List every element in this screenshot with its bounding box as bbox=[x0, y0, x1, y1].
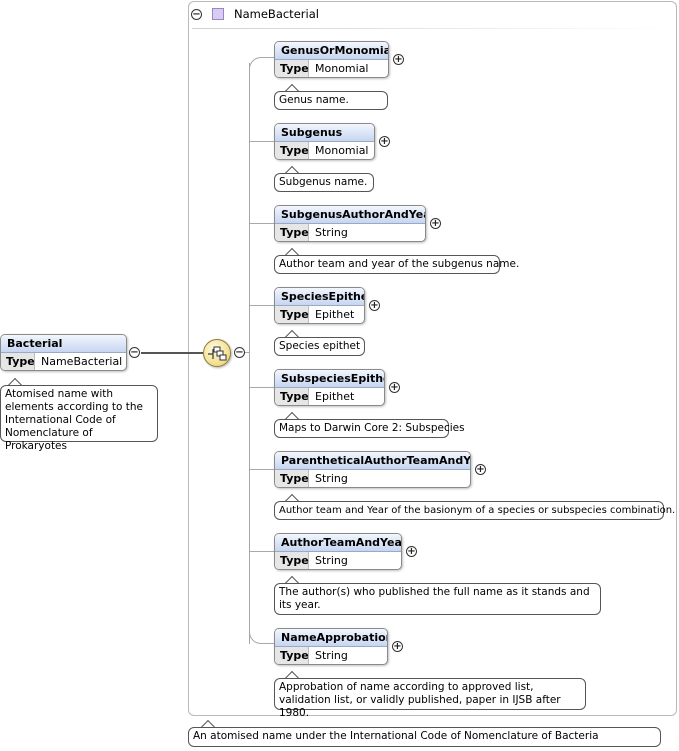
expand-icon[interactable]: + bbox=[393, 54, 404, 65]
type-label: Type bbox=[275, 142, 309, 159]
element-subgenus[interactable]: Subgenus Type Monomial bbox=[274, 123, 375, 160]
root-element-bacterial[interactable]: Bacterial Type NameBacterial bbox=[0, 334, 127, 371]
expand-icon[interactable]: + bbox=[379, 136, 390, 147]
element-doc: Species epithet bbox=[274, 337, 365, 356]
element-subgenus-author-and-year[interactable]: SubgenusAuthorAndYear Type String bbox=[274, 205, 426, 242]
element-type-row: Type String bbox=[275, 470, 470, 487]
element-doc: Author team and year of the subgenus nam… bbox=[274, 255, 519, 274]
expand-icon[interactable]: + bbox=[475, 464, 486, 475]
collapse-sequence-icon[interactable]: − bbox=[234, 347, 245, 358]
element-author-team-and-year[interactable]: AuthorTeamAndYear Type String bbox=[274, 533, 402, 570]
type-value: String bbox=[315, 472, 348, 485]
element-type-row: Type NameBacterial bbox=[1, 353, 126, 370]
element-genus-or-monomial[interactable]: GenusOrMonomial Type Monomial bbox=[274, 41, 389, 78]
element-name-approbation[interactable]: NameApprobation Type String bbox=[274, 628, 388, 665]
element-doc: Author team and Year of the basionym of … bbox=[274, 501, 675, 520]
collapse-group-icon[interactable]: − bbox=[191, 9, 202, 20]
element-subspecies-epithet[interactable]: SubspeciesEpithet Type Epithet bbox=[274, 369, 385, 406]
type-label: Type bbox=[275, 224, 309, 241]
element-name: SubspeciesEpithet bbox=[275, 370, 384, 388]
group-divider bbox=[192, 28, 672, 29]
type-value: Epithet bbox=[315, 308, 355, 321]
element-species-epithet[interactable]: SpeciesEpithet Type Epithet bbox=[274, 287, 365, 324]
expand-icon[interactable]: + bbox=[389, 382, 400, 393]
element-doc: Genus name. bbox=[274, 91, 388, 110]
expand-icon[interactable]: + bbox=[430, 218, 441, 229]
sequence-to-spine bbox=[245, 352, 250, 353]
branch-line bbox=[250, 305, 274, 306]
element-name: Bacterial bbox=[1, 335, 126, 353]
group-doc: An atomised name under the International… bbox=[188, 727, 661, 747]
expand-icon[interactable]: + bbox=[369, 300, 380, 311]
type-value: NameBacterial bbox=[41, 355, 123, 368]
type-label: Type bbox=[275, 306, 309, 323]
element-type-row: Type String bbox=[275, 224, 425, 241]
sequence-compositor-icon[interactable] bbox=[203, 339, 231, 367]
element-type-row: Type String bbox=[275, 647, 387, 664]
element-doc: The author(s) who published the full nam… bbox=[274, 583, 601, 615]
element-type-row: Type String bbox=[275, 552, 401, 569]
element-name: Subgenus bbox=[275, 124, 374, 142]
element-type-row: Type Monomial bbox=[275, 60, 388, 77]
type-label: Type bbox=[275, 647, 309, 664]
type-value: Epithet bbox=[315, 390, 355, 403]
group-title: NameBacterial bbox=[234, 7, 319, 21]
branch-line bbox=[250, 469, 274, 470]
element-name: ParentheticalAuthorTeamAndYear bbox=[275, 452, 470, 470]
branch-line bbox=[250, 551, 274, 552]
expand-icon[interactable]: + bbox=[392, 641, 403, 652]
element-name: SpeciesEpithet bbox=[275, 288, 364, 306]
element-name: GenusOrMonomial bbox=[275, 42, 388, 60]
element-doc: Approbation of name according to approve… bbox=[274, 678, 586, 719]
element-name: SubgenusAuthorAndYear bbox=[275, 206, 425, 224]
type-label: Type bbox=[275, 470, 309, 487]
branch-line bbox=[250, 141, 274, 142]
expand-icon[interactable]: + bbox=[406, 546, 417, 557]
type-value: String bbox=[315, 554, 348, 567]
type-value: String bbox=[315, 226, 348, 239]
element-parenthetical-author-team-and-year[interactable]: ParentheticalAuthorTeamAndYear Type Stri… bbox=[274, 451, 471, 488]
element-doc: Subgenus name. bbox=[274, 173, 374, 192]
type-label: Type bbox=[275, 388, 309, 405]
type-value: Monomial bbox=[315, 144, 369, 157]
type-label: Type bbox=[275, 60, 309, 77]
root-doc: Atomised name with elements according to… bbox=[0, 385, 158, 452]
type-label: Type bbox=[275, 552, 309, 569]
element-type-row: Type Epithet bbox=[275, 388, 384, 405]
type-label: Type bbox=[1, 353, 35, 370]
element-type-row: Type Epithet bbox=[275, 306, 364, 323]
spine-top-curve bbox=[249, 57, 275, 71]
type-value: Monomial bbox=[315, 62, 369, 75]
element-name: NameApprobation bbox=[275, 629, 387, 647]
sequence-spine bbox=[249, 63, 250, 644]
collapse-root-icon[interactable]: − bbox=[129, 347, 140, 358]
element-doc: Maps to Darwin Core 2: Subspecies bbox=[274, 419, 465, 438]
spine-bottom-curve bbox=[249, 630, 275, 644]
element-name: AuthorTeamAndYear bbox=[275, 534, 401, 552]
root-connector bbox=[141, 352, 203, 354]
element-type-row: Type Monomial bbox=[275, 142, 374, 159]
branch-line bbox=[250, 387, 274, 388]
branch-line bbox=[250, 223, 274, 224]
complex-type-icon bbox=[212, 8, 224, 20]
type-value: String bbox=[315, 649, 348, 662]
